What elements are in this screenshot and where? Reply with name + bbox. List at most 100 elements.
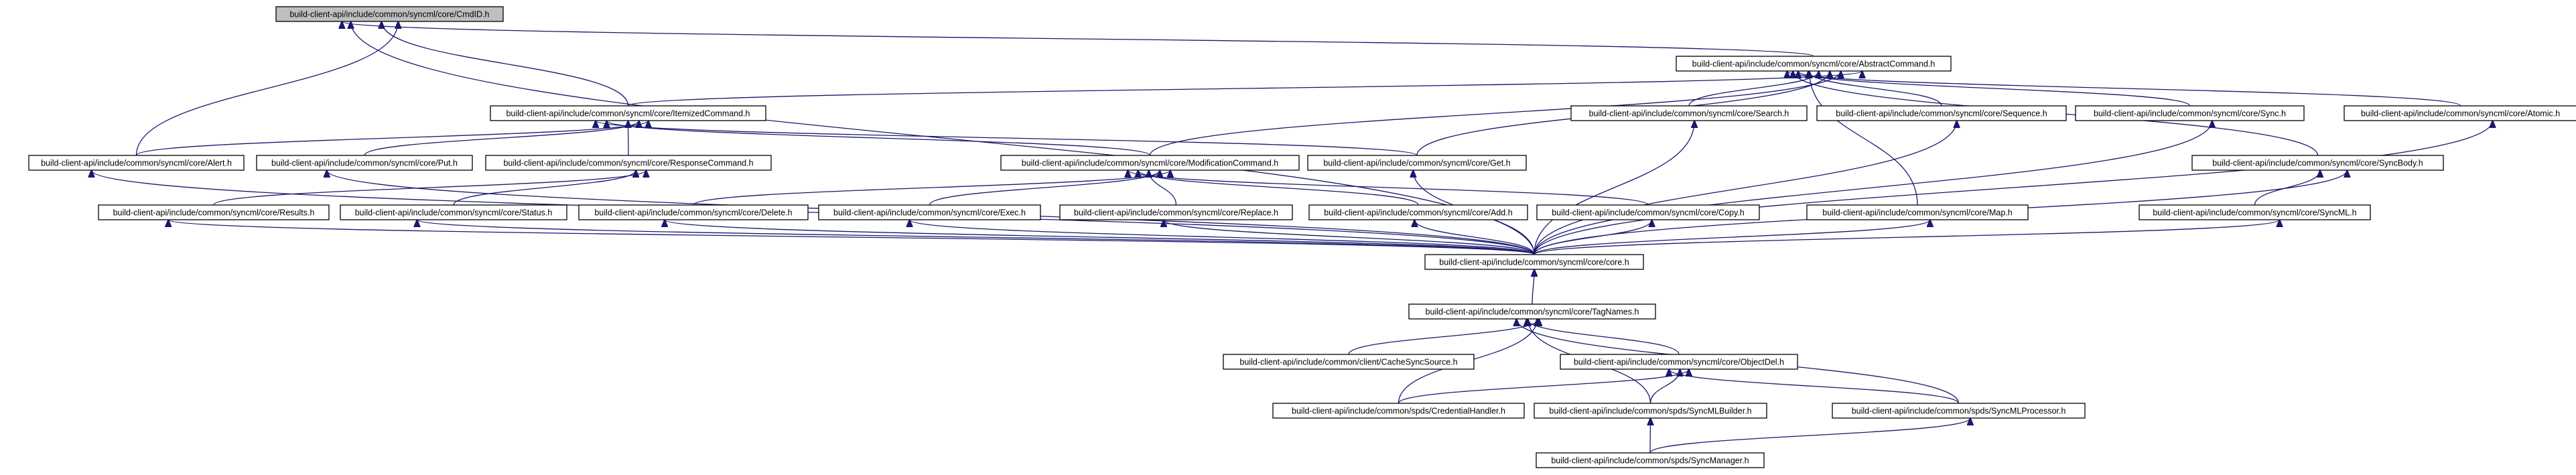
edge-core-to-sequence: [1534, 121, 1957, 255]
node-get[interactable]: build-client-api/include/common/syncml/c…: [1307, 155, 1527, 171]
node-tagnames[interactable]: build-client-api/include/common/syncml/c…: [1408, 303, 1656, 320]
node-box-tagnames[interactable]: [1408, 303, 1656, 320]
node-label-delete: build-client-api/include/common/syncml/c…: [594, 208, 792, 218]
node-alert[interactable]: build-client-api/include/common/syncml/c…: [28, 155, 245, 171]
edge-objectdel-to-tagnames: [1527, 319, 1680, 355]
node-box-sequence[interactable]: [1816, 105, 2067, 121]
node-box-syncmanager[interactable]: [1536, 452, 1765, 468]
node-box-put[interactable]: [256, 155, 473, 171]
node-box-responsecommand[interactable]: [485, 155, 772, 171]
node-syncmlprocessor[interactable]: build-client-api/include/common/spds/Syn…: [1832, 403, 2086, 419]
node-core[interactable]: build-client-api/include/common/syncml/c…: [1424, 254, 1644, 270]
node-box-cachesyncsource[interactable]: [1223, 354, 1475, 370]
node-label-copy: build-client-api/include/common/syncml/c…: [1552, 208, 1744, 218]
node-box-credentialhandler[interactable]: [1272, 403, 1525, 419]
node-box-status[interactable]: [340, 204, 567, 220]
node-box-search[interactable]: [1570, 105, 1808, 121]
edge-core-to-syncml: [1534, 220, 2280, 255]
edge-copy-to-modificationcommand: [1128, 170, 1649, 206]
node-box-atomic[interactable]: [2344, 105, 2576, 121]
node-atomic[interactable]: build-client-api/include/common/syncml/c…: [2344, 105, 2576, 121]
node-label-alert: build-client-api/include/common/syncml/c…: [41, 159, 232, 168]
edge-map-to-abstractcommand: [1810, 71, 1918, 206]
edge-tagnames-to-core: [1532, 269, 1534, 305]
edge-delete-to-modificationcommand: [693, 170, 1170, 206]
node-label-credentialhandler: build-client-api/include/common/spds/Cre…: [1292, 407, 1505, 416]
node-label-itemizedcommand: build-client-api/include/common/syncml/c…: [506, 109, 750, 119]
nodes-layer: build-client-api/include/common/syncml/c…: [28, 6, 2576, 468]
node-label-search: build-client-api/include/common/syncml/c…: [1589, 109, 1789, 119]
edge-core-to-map: [1534, 220, 1930, 255]
node-syncml[interactable]: build-client-api/include/common/syncml/c…: [2139, 204, 2371, 220]
edge-syncmanager-to-syncmlbuilder: [1650, 418, 1651, 454]
edge-itemizedcommand-to-abstractcommand: [627, 71, 1862, 107]
node-label-get: build-client-api/include/common/syncml/c…: [1323, 159, 1510, 168]
edge-cachesyncsource-to-tagnames: [1348, 319, 1539, 355]
edge-syncml-to-syncbody: [2254, 170, 2321, 206]
node-cmdid[interactable]: build-client-api/include/common/syncml/c…: [275, 6, 504, 22]
node-search[interactable]: build-client-api/include/common/syncml/c…: [1570, 105, 1808, 121]
node-box-syncmlprocessor[interactable]: [1832, 403, 2086, 419]
node-label-syncmlprocessor: build-client-api/include/common/spds/Syn…: [1852, 407, 2066, 416]
node-label-tagnames: build-client-api/include/common/syncml/c…: [1426, 308, 1639, 317]
node-label-exec: build-client-api/include/common/syncml/c…: [833, 208, 1026, 218]
node-box-objectdel[interactable]: [1560, 354, 1798, 370]
edge-core-to-results: [168, 220, 1535, 255]
node-label-modificationcommand: build-client-api/include/common/syncml/c…: [1022, 159, 1279, 168]
node-box-exec[interactable]: [818, 204, 1041, 220]
node-box-map[interactable]: [1806, 204, 2029, 220]
node-syncmlbuilder[interactable]: build-client-api/include/common/spds/Syn…: [1534, 403, 1767, 419]
node-exec[interactable]: build-client-api/include/common/syncml/c…: [818, 204, 1041, 220]
node-results[interactable]: build-client-api/include/common/syncml/c…: [98, 204, 330, 220]
edge-syncmlbuilder-to-objectdel: [1649, 369, 1680, 404]
node-abstractcommand[interactable]: build-client-api/include/common/syncml/c…: [1676, 56, 1952, 72]
node-syncbody[interactable]: build-client-api/include/common/syncml/c…: [2191, 155, 2444, 171]
node-sequence[interactable]: build-client-api/include/common/syncml/c…: [1816, 105, 2067, 121]
node-box-copy[interactable]: [1536, 204, 1760, 220]
node-box-core[interactable]: [1424, 254, 1644, 270]
node-label-syncmanager: build-client-api/include/common/spds/Syn…: [1551, 456, 1749, 466]
node-credentialhandler[interactable]: build-client-api/include/common/spds/Cre…: [1272, 403, 1525, 419]
node-box-syncmlbuilder[interactable]: [1534, 403, 1767, 419]
node-box-cmdid[interactable]: [275, 6, 504, 22]
edge-get-to-itemizedcommand: [596, 121, 1418, 156]
edge-syncmlprocessor-to-objectdel: [1669, 369, 1960, 404]
node-objectdel[interactable]: build-client-api/include/common/syncml/c…: [1560, 354, 1798, 370]
node-box-get[interactable]: [1307, 155, 1527, 171]
node-label-atomic: build-client-api/include/common/syncml/c…: [2361, 109, 2560, 119]
node-put[interactable]: build-client-api/include/common/syncml/c…: [256, 155, 473, 171]
node-box-results[interactable]: [98, 204, 330, 220]
node-label-core: build-client-api/include/common/syncml/c…: [1439, 258, 1629, 267]
edge-core-to-sync: [1534, 121, 2212, 255]
node-delete[interactable]: build-client-api/include/common/syncml/c…: [578, 204, 809, 220]
node-responsecommand[interactable]: build-client-api/include/common/syncml/c…: [485, 155, 772, 171]
node-status[interactable]: build-client-api/include/common/syncml/c…: [340, 204, 567, 220]
node-copy[interactable]: build-client-api/include/common/syncml/c…: [1536, 204, 1760, 220]
node-box-modificationcommand[interactable]: [1000, 155, 1300, 171]
node-label-objectdel: build-client-api/include/common/syncml/c…: [1574, 358, 1784, 367]
node-label-syncml: build-client-api/include/common/syncml/c…: [2153, 208, 2356, 218]
node-box-syncml[interactable]: [2139, 204, 2371, 220]
node-box-sync[interactable]: [2075, 105, 2305, 121]
edge-core-to-exec: [910, 220, 1535, 255]
node-box-alert[interactable]: [28, 155, 245, 171]
node-syncmanager[interactable]: build-client-api/include/common/spds/Syn…: [1536, 452, 1765, 468]
node-cachesyncsource[interactable]: build-client-api/include/common/client/C…: [1223, 354, 1475, 370]
node-box-delete[interactable]: [578, 204, 809, 220]
node-label-syncmlbuilder: build-client-api/include/common/spds/Syn…: [1549, 407, 1751, 416]
node-label-abstractcommand: build-client-api/include/common/syncml/c…: [1692, 60, 1936, 69]
node-itemizedcommand[interactable]: build-client-api/include/common/syncml/c…: [490, 105, 766, 121]
node-box-syncbody[interactable]: [2191, 155, 2444, 171]
node-box-add[interactable]: [1308, 204, 1528, 220]
edge-itemizedcommand-to-cmdid: [381, 21, 629, 107]
node-box-itemizedcommand[interactable]: [490, 105, 766, 121]
node-label-sequence: build-client-api/include/common/syncml/c…: [1836, 109, 2047, 119]
node-box-abstractcommand[interactable]: [1676, 56, 1952, 72]
node-map[interactable]: build-client-api/include/common/syncml/c…: [1806, 204, 2029, 220]
node-replace[interactable]: build-client-api/include/common/syncml/c…: [1059, 204, 1293, 220]
node-add[interactable]: build-client-api/include/common/syncml/c…: [1308, 204, 1528, 220]
node-box-replace[interactable]: [1059, 204, 1293, 220]
node-sync[interactable]: build-client-api/include/common/syncml/c…: [2075, 105, 2305, 121]
node-modificationcommand[interactable]: build-client-api/include/common/syncml/c…: [1000, 155, 1300, 171]
